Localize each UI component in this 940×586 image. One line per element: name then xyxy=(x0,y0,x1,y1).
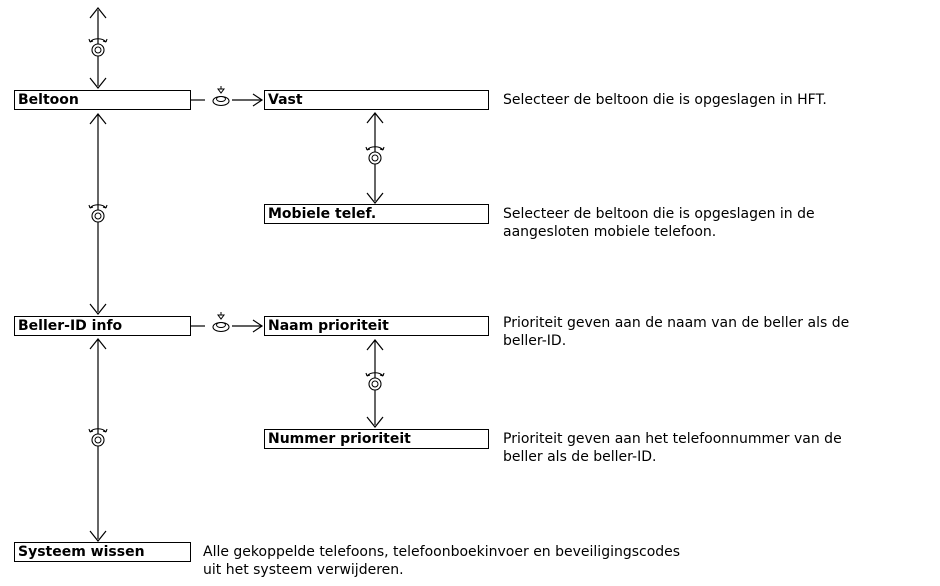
description-line: aangesloten mobiele telefoon. xyxy=(503,224,717,240)
menu-box-mobiele-telef: Mobiele telef. xyxy=(264,204,489,224)
press-knob-icon xyxy=(212,311,230,333)
description-line: Selecteer de beltoon die is opgeslagen i… xyxy=(503,206,815,222)
menu-box-beltoon: Beltoon xyxy=(14,90,191,110)
description-line: Selecteer de beltoon die is opgeslagen i… xyxy=(503,92,827,108)
description-systeem-wissen: Alle gekoppelde telefoons, telefoonboeki… xyxy=(203,543,680,579)
menu-box-beller-id-info: Beller-ID info xyxy=(14,316,191,336)
menu-box-vast: Vast xyxy=(264,90,489,110)
description-line: Prioriteit geven aan het telefoonnummer … xyxy=(503,431,842,447)
description-line: beller als de beller-ID. xyxy=(503,449,657,465)
menu-box-nummer-prioriteit: Nummer prioriteit xyxy=(264,429,489,449)
description-naam-prioriteit: Prioriteit geven aan de naam van de bell… xyxy=(503,314,849,350)
description-line: Prioriteit geven aan de naam van de bell… xyxy=(503,315,850,331)
menu-box-naam-prioriteit: Naam prioriteit xyxy=(264,316,489,336)
description-nummer-prioriteit: Prioriteit geven aan het telefoonnummer … xyxy=(503,430,842,466)
menu-box-systeem-wissen: Systeem wissen xyxy=(14,542,191,562)
description-line: beller-ID. xyxy=(503,333,567,349)
description-vast: Selecteer de beltoon die is opgeslagen i… xyxy=(503,91,827,109)
description-line: Alle gekoppelde telefoons, telefoonboeki… xyxy=(203,544,681,560)
press-knob-icon xyxy=(212,85,230,107)
description-line: uit het systeem verwijderen. xyxy=(203,562,404,578)
description-mobiele-telef: Selecteer de beltoon die is opgeslagen i… xyxy=(503,205,815,241)
